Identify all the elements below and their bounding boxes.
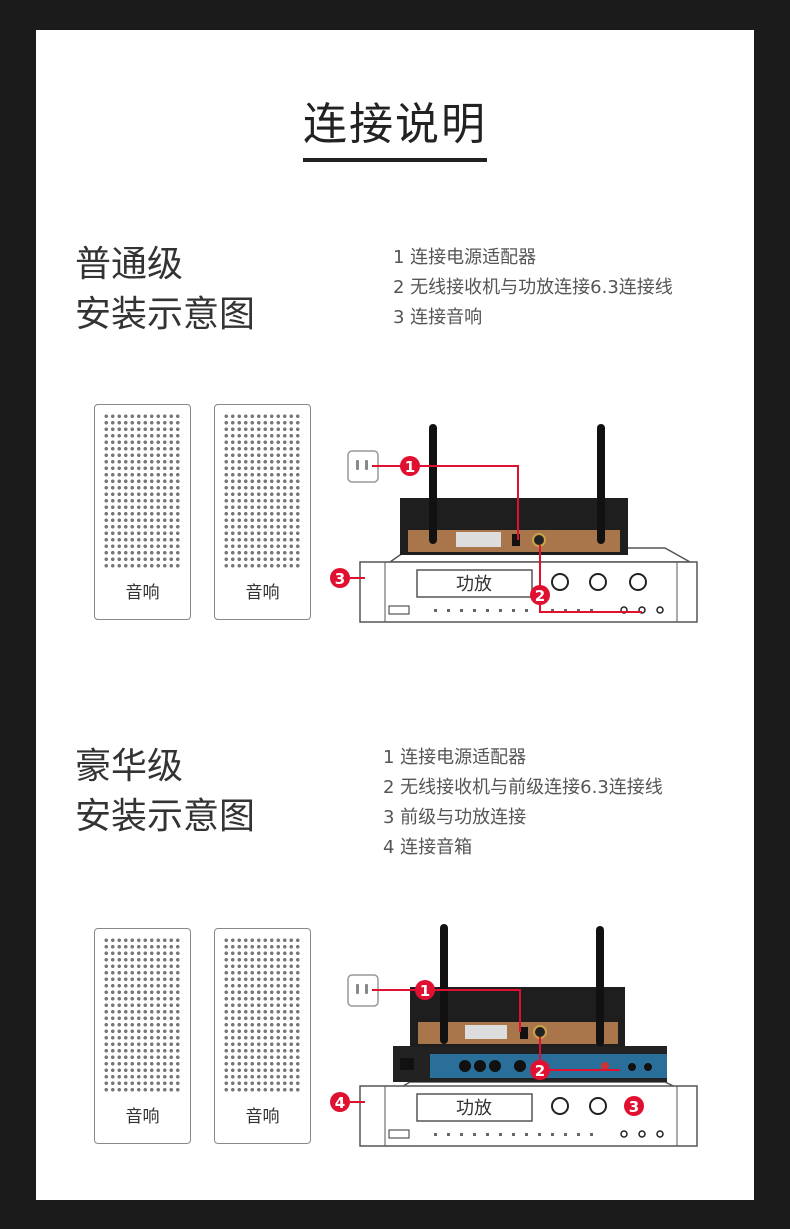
- svg-text:功放: 功放: [456, 1098, 492, 1119]
- svg-text:4: 4: [335, 1094, 345, 1112]
- speaker-right: 音响: [214, 404, 311, 620]
- connection-lines: [350, 465, 642, 613]
- antenna-icon: [429, 424, 437, 544]
- marker-1: 1: [400, 456, 420, 476]
- step: 3 连接音响: [393, 307, 483, 328]
- basic-steps: 1 连接电源适配器 2 无线接收机与功放连接6.3连接线 3 连接音响: [393, 243, 673, 333]
- step: 4 连接音箱: [383, 837, 473, 858]
- antenna-icon: [440, 924, 448, 1044]
- step: 1 连接电源适配器: [393, 247, 537, 268]
- marker-1: 1: [415, 980, 435, 1000]
- svg-text:1: 1: [405, 458, 415, 476]
- svg-text:1: 1: [420, 982, 430, 1000]
- page-title: 连接说明: [0, 88, 790, 162]
- deluxe-steps: 1 连接电源适配器 2 无线接收机与前级连接6.3连接线 3 前级与功放连接 4…: [383, 743, 663, 863]
- speaker-left: 音响: [94, 404, 191, 620]
- marker-2: 2: [530, 585, 550, 605]
- power-outlet: [347, 450, 379, 483]
- svg-text:2: 2: [535, 1062, 545, 1080]
- marker-3: 3: [330, 568, 350, 588]
- svg-text:2: 2: [535, 587, 545, 605]
- wireless-receiver: [410, 924, 625, 1047]
- amplifier: 功放: [359, 547, 698, 623]
- speaker-right: 音响: [214, 928, 311, 1144]
- antenna-icon: [596, 926, 604, 1046]
- step: 1 连接电源适配器: [383, 747, 527, 768]
- marker-3: 3: [624, 1096, 644, 1116]
- svg-text:3: 3: [335, 570, 345, 588]
- antenna-icon: [597, 424, 605, 544]
- speaker-left: 音响: [94, 928, 191, 1144]
- step: 2 无线接收机与前级连接6.3连接线: [383, 777, 663, 798]
- wireless-receiver: [400, 424, 628, 555]
- step: 3 前级与功放连接: [383, 807, 527, 828]
- step: 2 无线接收机与功放连接6.3连接线: [393, 277, 673, 298]
- marker-2: 2: [530, 1060, 550, 1080]
- svg-text:功放: 功放: [456, 574, 492, 595]
- preamp: [393, 1046, 667, 1082]
- marker-4: 4: [330, 1092, 350, 1112]
- power-outlet: [347, 974, 379, 1007]
- svg-text:3: 3: [629, 1098, 639, 1116]
- deluxe-heading: 豪华级安装示意图: [75, 746, 256, 837]
- amplifier: 功放: [359, 1081, 698, 1147]
- basic-heading: 普通级安装示意图: [75, 244, 256, 335]
